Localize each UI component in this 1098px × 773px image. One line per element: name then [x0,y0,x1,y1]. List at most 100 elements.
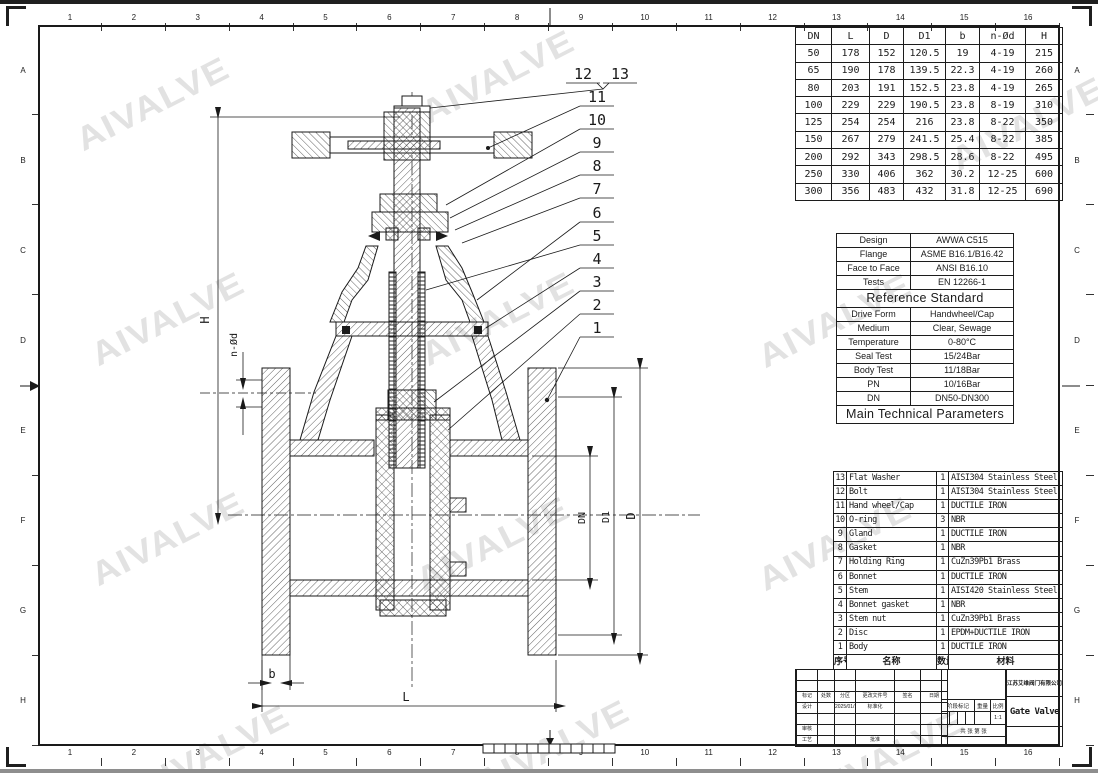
table-cell: 292 [831,148,870,167]
zone-label: 9 [549,13,613,31]
trim-mark [6,764,26,767]
table-cell: 1 [936,583,949,599]
dimension-lines [210,107,648,712]
table-cell [796,669,818,681]
reference-standard-title: Reference Standard [836,289,1014,308]
table-cell: Bonnet gasket [846,597,937,613]
table-cell: 1 [833,640,847,656]
table-cell: 2025/01/13 [834,702,856,714]
table-cell: EPDM+DUCTILE IRON [948,626,1063,642]
callout-8: 8 [592,157,601,175]
title-block-right: 江苏艾维阀门有限公司 Gate Valve [1006,669,1063,747]
right-flange [527,367,557,656]
table-cell: Clear, Sewage [910,321,1014,336]
table-cell: 229 [831,96,870,115]
zone-label: H [10,656,40,747]
table-cell: 152 [869,44,904,63]
table-cell: L [831,26,870,46]
zone-label: 12 [741,748,805,766]
table-cell: b [945,26,980,46]
table-cell: 1 [936,597,949,613]
page-edge [0,769,1098,773]
table-cell: 8-19 [979,96,1026,115]
trim-mark [1089,747,1092,767]
table-cell: 31.8 [945,182,980,201]
table-cell: CuZn39Pb1 Brass [948,611,1063,628]
table-cell: 190.5 [903,96,946,115]
table-cell: Gasket [846,541,937,557]
table-cell: Flat Washer [846,470,937,487]
table-cell: DN50-DN300 [910,391,1014,406]
table-cell: Stem [846,583,937,599]
callout-leaders [425,82,637,431]
table-cell [834,680,856,692]
table-cell: Holding Ring [846,555,937,571]
zone-label: E [1064,386,1094,476]
main-parameters-title: Main Technical Parameters [836,405,1014,424]
table-cell: 4-19 [979,61,1026,80]
bonnet-right-wall [435,245,485,323]
table-cell: AISI304 Stainless Steel [948,485,1063,501]
stem-thread-right [417,271,426,469]
table-cell: 1 [936,541,949,557]
table-cell: 190 [831,61,870,80]
title-block-middle: 阶段标记 重量 比例 1:1 共 张 第 张 [941,669,1006,747]
table-cell: 385 [1025,130,1063,150]
table-cell: 工艺 [796,735,818,747]
table-cell: 310 [1025,96,1063,115]
handwheel-right-cap [493,131,533,159]
zone-label: 7 [421,748,486,766]
zone-label: 11 [677,748,741,766]
zone-label: E [10,386,40,476]
zone-label: F [1064,476,1094,566]
table-cell: Body [846,640,937,656]
table-cell [817,724,835,736]
table-cell: 12-25 [979,182,1026,201]
table-cell: n-Ød [979,26,1026,46]
zone-label: 4 [230,748,294,766]
dim-label-n-od: n-Ød [228,333,240,357]
zone-label: A [10,25,40,116]
zone-label: 3 [166,13,230,31]
table-cell [796,713,818,725]
table-cell: 4 [833,597,847,613]
table-cell: 330 [831,165,870,184]
table-cell: 8-22 [979,130,1026,150]
table-cell: 8-22 [979,113,1026,132]
callout-2: 2 [592,296,601,314]
table-cell [894,702,921,714]
table-cell: 267 [831,130,870,150]
dimension-labels: H n-Ød b L DN D1 D [198,316,638,704]
table-cell [894,735,921,747]
table-cell: 298.5 [903,148,946,167]
table-cell: 254 [869,113,904,132]
table-cell [817,680,835,692]
table-cell: Hand wheel/Cap [846,499,937,515]
table-cell: 152.5 [903,78,946,98]
table-cell: 11 [833,499,847,515]
table-cell [855,680,895,692]
table-cell: 125 [795,113,832,132]
table-cell: 265 [1025,78,1063,98]
table-cell: 标准化 [855,702,895,714]
zone-label: 1 [38,13,102,31]
callout-5: 5 [592,227,601,245]
callout-1: 1 [592,319,601,337]
stuffing-box [371,211,449,233]
zone-label: 10 [613,13,677,31]
body-neck-left [299,335,353,441]
table-cell: Medium [836,321,911,336]
zone-label: 15 [932,748,997,766]
table-row: 工艺批准 [796,735,948,747]
trim-mark [6,747,9,767]
